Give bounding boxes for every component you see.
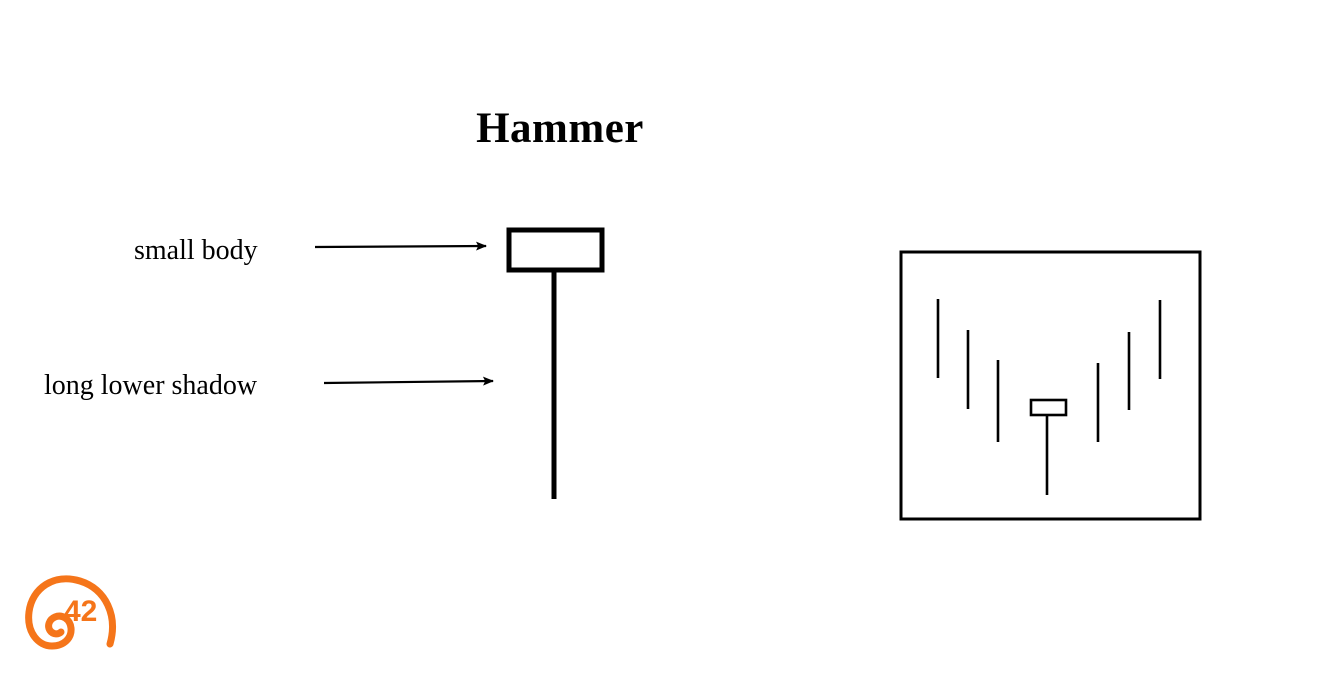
logo-number: 42 bbox=[64, 595, 97, 628]
context-bars bbox=[936, 299, 1162, 442]
hammer-candle-context bbox=[1029, 398, 1068, 495]
downtrend-context-panel bbox=[899, 250, 1202, 521]
spiral-icon bbox=[25, 575, 116, 650]
annotation-label-small-body: small body bbox=[134, 235, 258, 266]
annotation-arrow-small-body bbox=[314, 241, 487, 251]
42-spiral-logo: 42 bbox=[25, 575, 116, 650]
page-title: Hammer bbox=[476, 105, 644, 152]
annotation-label-long-lower-shadow: long lower shadow bbox=[44, 370, 258, 401]
hammer-body-enlarged bbox=[506, 227, 605, 273]
hammer-body-context bbox=[1029, 398, 1068, 417]
annotation-arrow-long-lower-shadow bbox=[323, 376, 494, 386]
context-frame bbox=[899, 250, 1202, 521]
hammer-candle-enlarged bbox=[506, 227, 605, 499]
